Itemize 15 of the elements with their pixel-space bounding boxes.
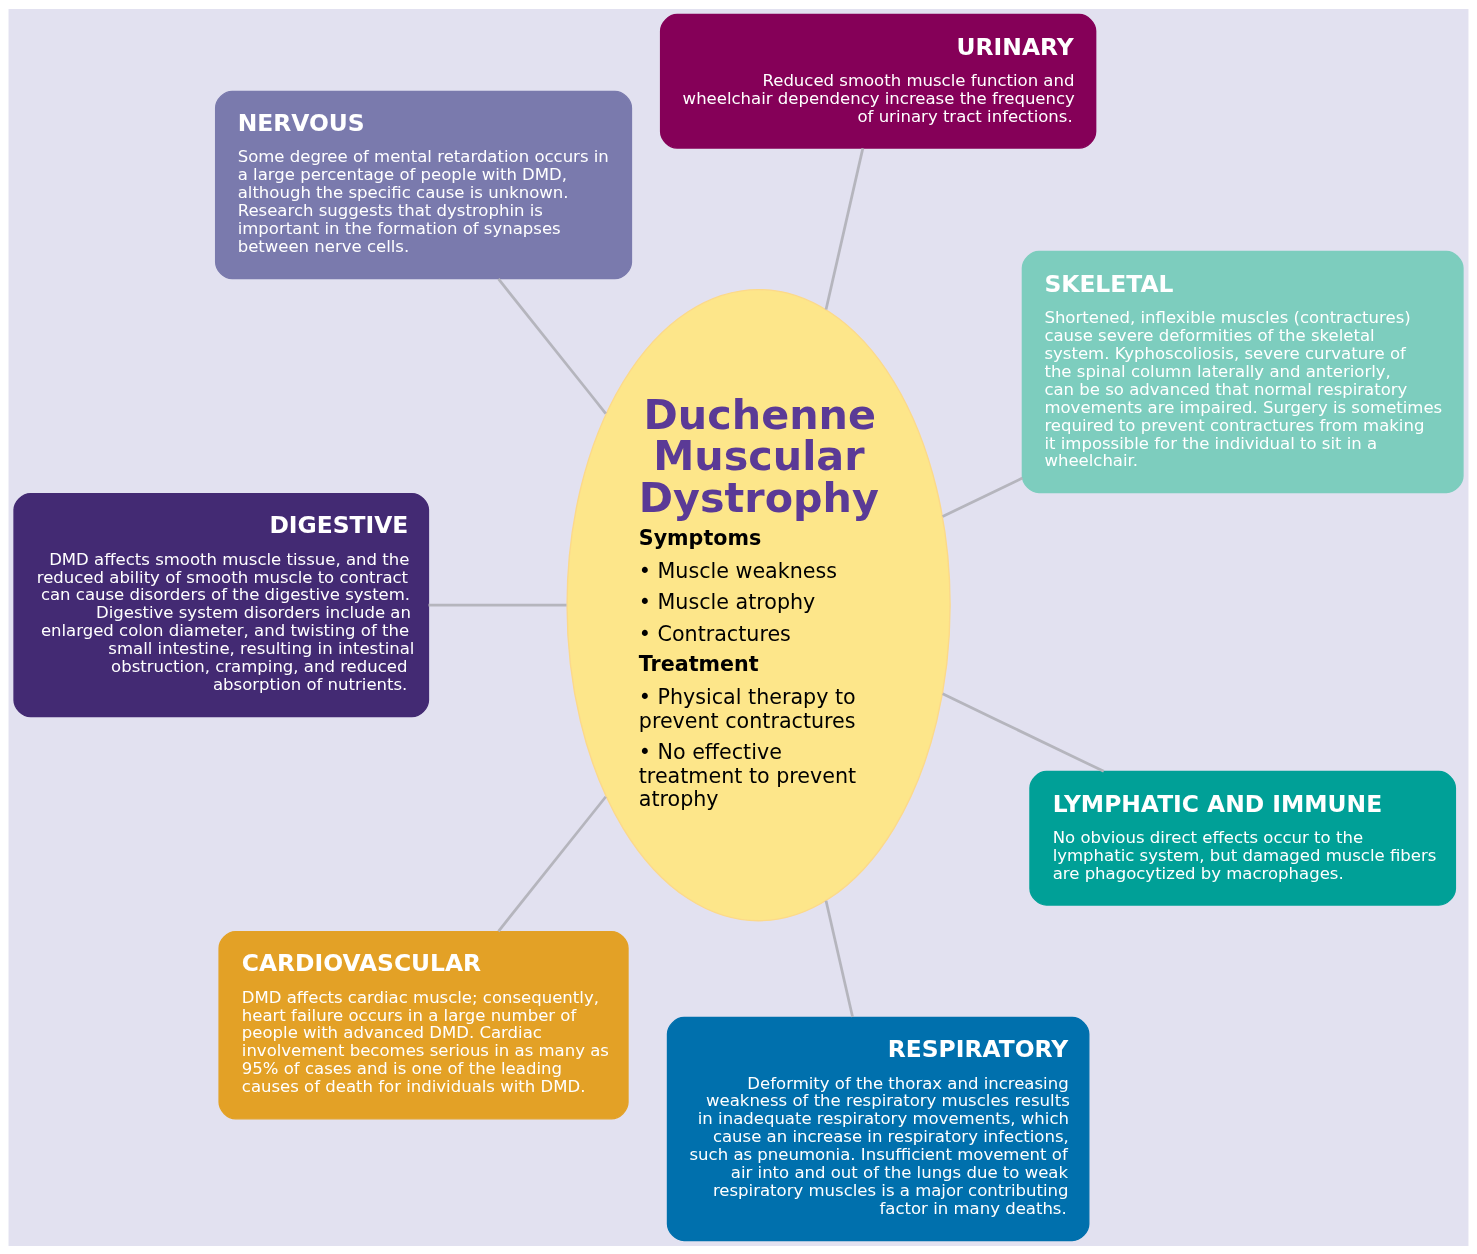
node-box: DIGESTIVE DMD affects smooth muscle tissue, and the reduced ability of smooth muscle to contract can cause disorders of the digestive system. Digestive system disorders include an enlarged colon diameter, and twisting of the small intestine, resulting in intestinal obstruction, cramping, and reduced absorption of nutrients. xyxy=(13,492,430,717)
node-box: RESPIRATORY Deformity of the thorax and increasing weakness of the respiratory muscles results in inadequate respiratory movements, which cause an increase in respiratory infections, such as pneumonia. Insufficient movement of air into and out of the lungs due to weak respiratory muscles is a major contributing factor in many deaths. xyxy=(666,1016,1090,1241)
node-ellipse: Duchenne Muscular Dystrophy Symptoms • Muscle weakness • Muscle atrophy • Contractures Treatment • Physical therapy to prevent contractures • No effective treatment to prevent atrophy xyxy=(566,288,951,921)
connector xyxy=(942,692,1105,773)
node-box: SKELETAL Shortened, inflexible muscles (contractures) cause severe deformities of the skeletal system. Kyphoscoliosis, severe curvature of the spinal column laterally and anteriorly, can be so advanced that normal respiratory movements are impaired. Surgery is sometimes required to prevent contractures from making it impossible for the individual to sit in a wheelchair. xyxy=(1021,250,1464,493)
connector xyxy=(824,147,865,310)
connector xyxy=(497,277,607,414)
connector xyxy=(428,603,567,606)
node-box: URINARY Reduced smooth muscle function and wheelchair dependency increase the frequency of urinary tract infections. xyxy=(659,13,1097,149)
node-box: CARDIOVASCULAR DMD affects cardiac muscle; consequently, heart failure occurs in a large number of people with advanced DMD. Cardiac involvement becomes serious in as many as 95% of cases and is one of the leading causes of death for individuals with DMD. xyxy=(218,930,629,1120)
connector xyxy=(824,899,854,1017)
node-box: NERVOUS Some degree of mental retardation occurs in a large percentage of people with DMD, although the specific cause is unknown. Research suggests that dystrophin is important in the formation of synapses between nerve cells. xyxy=(214,90,633,279)
connector xyxy=(497,795,607,932)
connector xyxy=(942,476,1023,518)
node-box: LYMPHATIC AND IMMUNE No obvious direct effects occur to the lymphatic system, but damaged muscle fibers are phagocytized by macrophages. xyxy=(1029,770,1457,906)
